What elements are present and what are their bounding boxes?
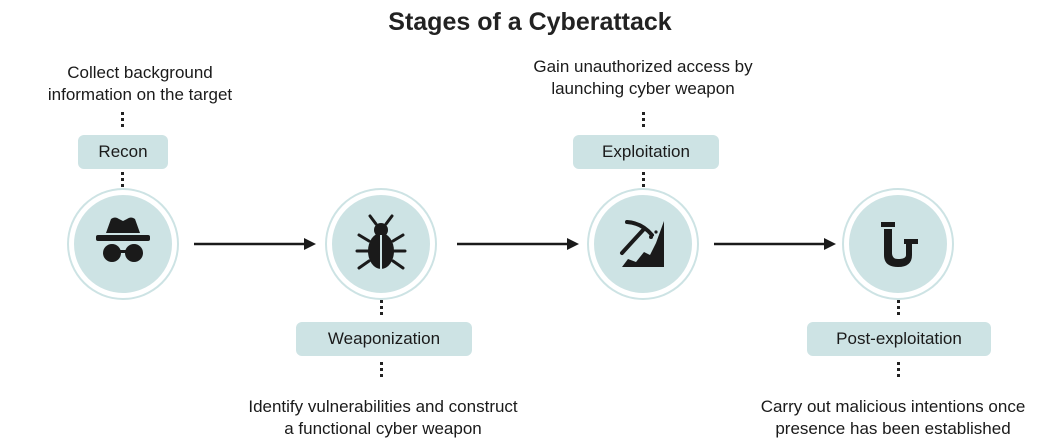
- recon-connector-bottom: [121, 172, 125, 190]
- recon-description: Collect background information on the ta…: [47, 63, 233, 104]
- exploitation-connector-top: [642, 112, 646, 130]
- post-exploitation-label: Post-exploitation: [807, 322, 991, 356]
- exploitation-label: Exploitation: [573, 135, 719, 169]
- pipe-icon: [881, 222, 918, 267]
- flow-arrow-1: [194, 238, 316, 250]
- post-exploitation-connector-top: [897, 300, 901, 318]
- post-exploitation-connector-bottom: [897, 362, 901, 380]
- weaponization-description: Identify vulnerabilities and construct a…: [248, 397, 518, 438]
- recon-node: [69, 190, 177, 298]
- weaponization-connector-bottom: [380, 362, 384, 380]
- post-exploitation-node: [844, 190, 952, 298]
- pickaxe-rock-icon: [620, 220, 664, 267]
- post-exploitation-description: Carry out malicious intentions once pres…: [760, 397, 1026, 438]
- recon-connector-top: [121, 112, 125, 130]
- bug-icon: [355, 214, 407, 270]
- diagram-title: Stages of a Cyberattack: [388, 8, 672, 36]
- spy-icon: [96, 217, 150, 262]
- weaponization-node: [327, 190, 435, 298]
- exploitation-connector-bottom: [642, 172, 646, 190]
- weaponization-connector-top: [380, 300, 384, 318]
- exploitation-node: [589, 190, 697, 298]
- exploitation-description: Gain unauthorized access by launching cy…: [533, 57, 753, 98]
- weaponization-label: Weaponization: [296, 322, 472, 356]
- flow-arrow-2: [457, 238, 579, 250]
- recon-label: Recon: [78, 135, 168, 169]
- flow-arrow-3: [714, 238, 836, 250]
